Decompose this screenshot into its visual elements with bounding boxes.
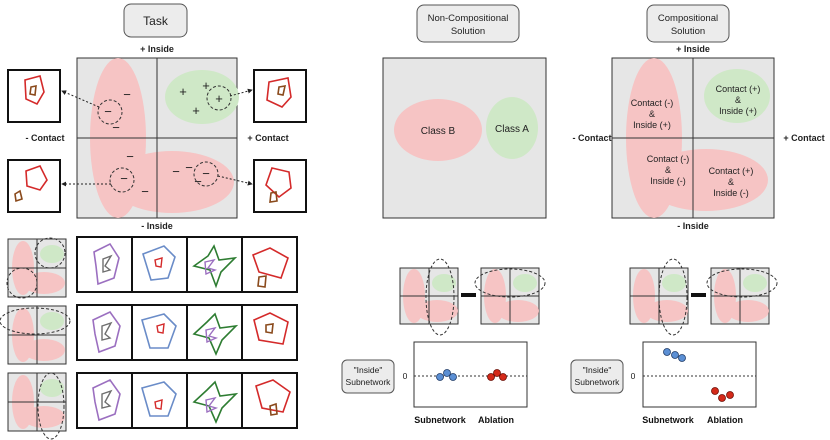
- minus-operator: [461, 293, 476, 297]
- comp-region-tr-line1: Contact (+): [716, 84, 761, 94]
- task-axis-minus-inside: - Inside: [141, 221, 173, 231]
- plus-marker: +: [179, 84, 187, 99]
- plus-marker: +: [192, 103, 200, 118]
- example-box-bottom-right: [253, 159, 307, 213]
- data-point: [711, 387, 719, 395]
- example-box-top-left: [7, 69, 61, 123]
- comp-header-line1: Compositional: [658, 13, 718, 24]
- comp-header-line2: Solution: [671, 26, 705, 37]
- shape-strip-row2: [76, 304, 298, 361]
- task-header: Task: [123, 3, 188, 38]
- comp-region-br-line3: Inside (-): [713, 188, 749, 198]
- comp-axis-minus-contact: - Contact: [573, 133, 612, 143]
- data-point: [493, 369, 501, 377]
- comp-region-tr-line2: &: [735, 95, 741, 105]
- minus-marker: −: [112, 120, 120, 135]
- data-point: [671, 351, 679, 359]
- class-a-region: [486, 97, 538, 159]
- task-arrows: [61, 88, 253, 187]
- minus-marker: −: [185, 160, 193, 175]
- comp-region-bl-line2: &: [665, 165, 671, 175]
- comp-region-br-line2: &: [728, 177, 734, 187]
- minus-marker: −: [194, 174, 202, 189]
- noncomp-zero-tick: 0: [403, 371, 408, 381]
- noncomp-header-line2: Solution: [451, 26, 485, 37]
- comp-region-tr-line3: Inside (+): [719, 106, 757, 116]
- comp-region-bl-line3: Inside (-): [650, 176, 686, 186]
- minus-marker: −: [172, 164, 180, 179]
- class-a-label: Class A: [495, 124, 529, 135]
- comp-x-label-subnetwork: Subnetwork: [642, 415, 694, 425]
- minus-operator: [691, 293, 706, 297]
- data-point: [443, 369, 451, 377]
- comp-region-bl-line1: Contact (-): [647, 154, 690, 164]
- noncomp-y-label-line1: "Inside": [354, 365, 383, 375]
- task-header-label: Task: [143, 14, 169, 28]
- shape-strip-row3: [76, 372, 298, 429]
- minus-marker: −: [126, 149, 134, 164]
- task-panel: − − − − − − − − − − + + + +: [76, 57, 239, 219]
- comp-region-br-line1: Contact (+): [709, 166, 754, 176]
- comp-result-chart: "Inside" Subnetwork 0 Subnetwork Ablatio…: [570, 341, 757, 425]
- example-box-top-right: [253, 69, 307, 123]
- comp-axis-plus-contact: + Contact: [783, 133, 824, 143]
- data-point: [718, 394, 726, 402]
- data-point: [499, 373, 507, 381]
- mini-quad-row3: [7, 372, 67, 440]
- comp-subnet-quad-left: [629, 258, 689, 336]
- class-b-label: Class B: [421, 126, 456, 137]
- noncomp-panel: Class B Class A: [382, 57, 547, 219]
- task-selection-circles: [97, 85, 232, 193]
- noncomp-header-line1: Non-Compositional: [428, 13, 509, 24]
- noncomp-x-label-subnetwork: Subnetwork: [414, 415, 466, 425]
- comp-header: Compositional Solution: [646, 4, 730, 43]
- data-point: [436, 373, 444, 381]
- comp-x-label-ablation: Ablation: [707, 415, 743, 425]
- data-point: [449, 373, 457, 381]
- noncomp-result-chart: "Inside" Subnetwork 0 Subnetwork Ablatio…: [341, 341, 528, 425]
- task-axis-minus-contact: - Contact: [26, 133, 65, 143]
- plus-marker: +: [215, 91, 223, 106]
- comp-region-tl-line1: Contact (-): [631, 98, 674, 108]
- noncomp-x-label-ablation: Ablation: [478, 415, 514, 425]
- minus-marker: −: [123, 87, 131, 102]
- comp-region-tl-line3: Inside (+): [633, 120, 671, 130]
- noncomp-y-label-line2: Subnetwork: [346, 377, 392, 387]
- noncomp-subnet-quad-right: [474, 267, 546, 325]
- example-box-bottom-left: [7, 159, 61, 213]
- task-markers: − − − − − − − − − − + + + +: [104, 78, 223, 199]
- comp-subnet-quad-right: [706, 267, 778, 325]
- shape-strip-row1: [76, 236, 298, 293]
- comp-axis-minus-inside: - Inside: [677, 221, 709, 231]
- data-point: [663, 348, 671, 356]
- data-point: [726, 391, 734, 399]
- task-pink-horizontal-region: [110, 151, 234, 213]
- task-axis-plus-inside: + Inside: [140, 44, 174, 54]
- comp-axis-plus-inside: + Inside: [676, 44, 710, 54]
- comp-y-label-line2: Subnetwork: [575, 377, 621, 387]
- class-b-region: [394, 99, 482, 161]
- mini-quad-row1: [6, 237, 67, 299]
- comp-y-label-line1: "Inside": [583, 365, 612, 375]
- noncomp-subnet-quad-left: [399, 258, 459, 336]
- minus-marker: −: [104, 104, 112, 119]
- minus-marker: −: [202, 166, 210, 181]
- noncomp-header: Non-Compositional Solution: [416, 4, 520, 43]
- comp-region-tl-line2: &: [649, 109, 655, 119]
- minus-marker: −: [141, 184, 149, 199]
- minus-marker: −: [120, 171, 128, 186]
- plus-marker: +: [202, 78, 210, 93]
- task-axis-plus-contact: + Contact: [247, 133, 288, 143]
- comp-panel: Contact (-) & Inside (+) Contact (+) & I…: [611, 57, 775, 219]
- data-point: [487, 373, 495, 381]
- task-green-region: [165, 70, 239, 124]
- mini-quad-row2: [0, 305, 71, 365]
- comp-zero-tick: 0: [631, 371, 636, 381]
- data-point: [678, 354, 686, 362]
